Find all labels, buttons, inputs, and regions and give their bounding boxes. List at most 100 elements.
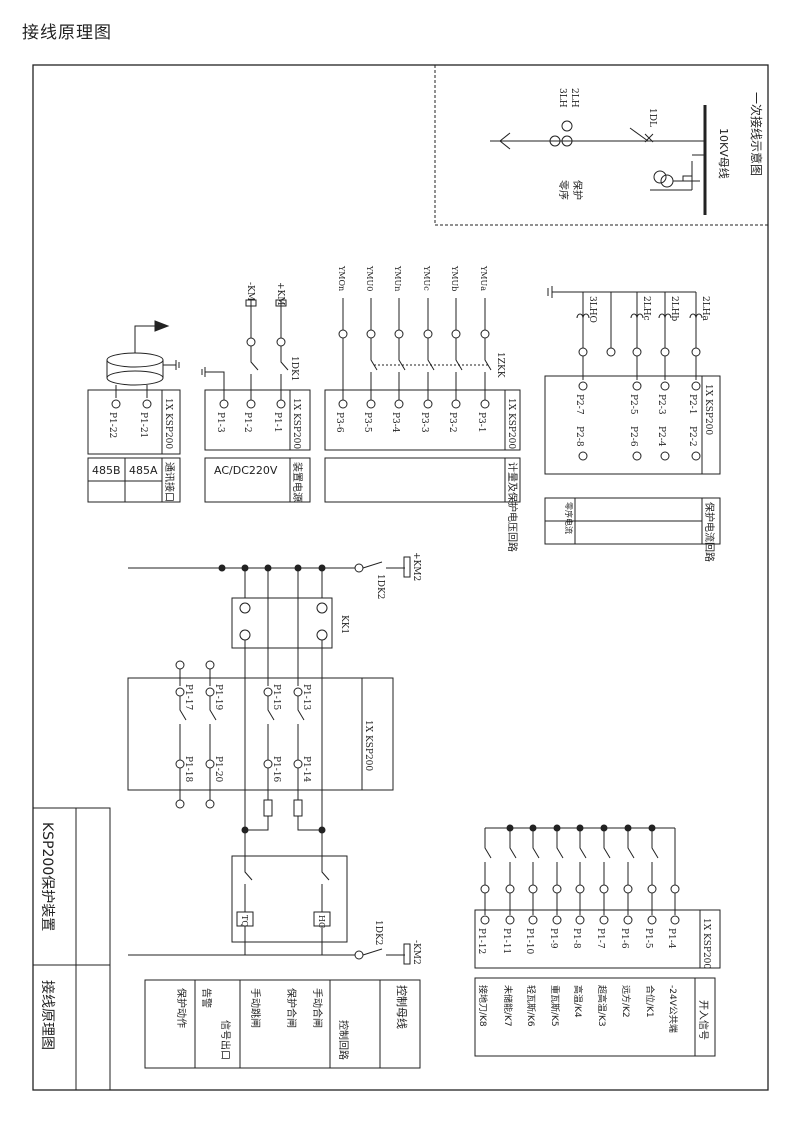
input-label-0: 接地刀/K8	[477, 985, 489, 1027]
control-caption-5: 控制回路	[337, 1020, 350, 1060]
ct-note-a: 保护	[571, 180, 584, 200]
input-label-4: 高温/K4	[572, 985, 584, 1018]
voltage-label-4: YMUb	[450, 265, 459, 291]
drawing-name: 接线原理图	[39, 980, 56, 1050]
device-name: KSP200保护装置	[39, 822, 55, 931]
input-label-1: 未储能/K7	[502, 985, 514, 1027]
primary-wiring: 一次接线示意图 10KV母线 1DL 2LH 3LH 保护 零序	[434, 65, 768, 226]
voltage-switch: 1ZKK	[495, 352, 505, 378]
title-block: KSP200保护装置 接线原理图	[32, 807, 111, 1091]
voltage-label-1: YMU0	[365, 265, 374, 291]
ct-label-b: 3LH	[557, 88, 567, 108]
current-ct-1: 2LHc	[641, 296, 651, 321]
primary-title: 一次接线示意图	[749, 92, 764, 176]
current-term-7: P2-7	[574, 394, 584, 415]
voltage-label-5: YMUa	[479, 265, 488, 291]
control-km-bot: -KM2	[411, 940, 421, 965]
power-caption: 装置电源	[291, 462, 304, 502]
comm-label-485b: 485B	[92, 464, 121, 477]
control-tq: TQ	[240, 915, 249, 927]
current-caption-b: 保护电流回路	[703, 502, 716, 562]
input-label-5: 超高温/K3	[596, 985, 608, 1027]
comm-label-485a: 485A	[129, 464, 158, 477]
input-term-6: P1-6	[619, 928, 629, 949]
control-switch-top: 1DK2	[375, 574, 385, 599]
drawing-frame	[32, 64, 769, 1091]
input-term-5: P1-5	[643, 928, 653, 949]
voltage-label-0: YMOn	[337, 265, 346, 291]
input-term-8: P1-8	[571, 928, 581, 949]
control-caption-4: 手动合闸	[311, 988, 324, 1028]
control-hc: HC	[317, 915, 326, 928]
input-term-11: P1-11	[501, 928, 511, 954]
current-device: 1X KSP200	[703, 384, 713, 435]
control-term-18: P1-18	[183, 756, 193, 783]
current-block: 3LHO 2LHc 2LHb 2LHa 1X KSP200 P2-7 P2-5 …	[544, 286, 721, 562]
current-caption-a: 零序电流	[564, 502, 574, 534]
control-block: +KM2 -KM2 1DK2 1DK2 KK1 1X KSP200 P1-17 …	[127, 552, 421, 1069]
control-caption-6: 信号出口	[219, 1020, 232, 1060]
voltage-term-3: P3-3	[419, 412, 429, 433]
page-title: 接线原理图	[22, 23, 112, 43]
voltage-term-4: P3-4	[390, 412, 400, 433]
power-term-2: P1-2	[242, 412, 252, 433]
current-term-8: P2-8	[574, 426, 584, 447]
bus-label: 10KV母线	[717, 128, 731, 179]
voltage-term-1: P3-1	[476, 412, 486, 433]
current-term-1: P2-1	[687, 394, 697, 415]
power-device: 1X KSP200	[291, 398, 301, 449]
input-label-2: 轻瓦斯/K6	[525, 985, 537, 1027]
power-switch: 1DK1	[289, 356, 299, 381]
control-switch-bot: 1DK2	[373, 920, 383, 945]
comm-block: 1X KSP200 P1-22 P1-21 485B 485A 通讯接口	[87, 320, 181, 503]
control-term-19: P1-19	[213, 684, 223, 711]
power-term-1: P1-1	[272, 412, 282, 433]
control-caption-1: 保护动作	[175, 988, 188, 1028]
current-term-4: P2-4	[656, 426, 666, 447]
current-term-2: P2-2	[687, 426, 697, 447]
voltage-caption: 计量及保护电压回路	[506, 462, 519, 552]
comm-caption: 通讯接口	[163, 462, 176, 502]
voltage-term-2: P3-2	[447, 412, 457, 433]
control-kk: KK1	[339, 615, 349, 634]
control-caption-7: 控制母线	[395, 985, 409, 1029]
control-caption-2: 手动跳闸	[249, 988, 262, 1028]
input-caption: 开入信号	[697, 1000, 709, 1040]
ct-label-a: 2LH	[569, 88, 579, 108]
control-term-17: P1-17	[183, 684, 193, 711]
voltage-label-2: YMUn	[393, 265, 402, 291]
control-term-13: P1-13	[301, 684, 311, 711]
power-km-plus: +KM	[275, 282, 285, 305]
control-device: 1X KSP200	[363, 720, 373, 771]
control-km-top: +KM2	[411, 552, 421, 581]
comm-term-1: P1-22	[107, 412, 117, 438]
control-term-16: P1-16	[271, 756, 281, 783]
power-voltage: AC/DC220V	[214, 464, 278, 477]
power-km-minus: -KM	[245, 282, 255, 301]
input-term-4: P1-4	[666, 928, 676, 949]
voltage-term-6: P3-6	[334, 412, 344, 433]
current-ct-0: 3LHO	[587, 296, 597, 323]
control-term-14: P1-14	[301, 756, 311, 783]
voltage-device: 1X KSP200	[506, 398, 516, 449]
input-label-7: 合位/K1	[644, 985, 656, 1018]
ct-note-b: 零序	[557, 180, 570, 200]
inputs-block: 1X KSP200 P1-12 P1-11 P1-10 P1-9 P1-8 P1…	[474, 824, 721, 1057]
input-label-6: 远方/K2	[620, 985, 632, 1018]
voltage-block: YMOn YMU0 YMUn YMUc YMUb YMUa 1ZKK 1X KS…	[324, 265, 521, 552]
input-label-3: 重瓦斯/K5	[549, 985, 561, 1027]
control-caption-0: 告警	[200, 988, 213, 1008]
input-term-12: P1-12	[476, 928, 486, 954]
comm-device: 1X KSP200	[163, 398, 173, 449]
voltage-label-3: YMUc	[422, 265, 431, 291]
input-device: 1X KSP200	[701, 918, 711, 969]
current-term-5: P2-5	[628, 394, 638, 415]
control-caption-3: 保护合闸	[285, 988, 298, 1028]
current-term-3: P2-3	[656, 394, 666, 415]
input-label-8: -24V公共端	[667, 985, 679, 1033]
input-term-10: P1-10	[524, 928, 534, 955]
breaker-label: 1DL	[647, 108, 657, 127]
power-block: -KM +KM 1DK1 1X KSP200 P1-3 P1-2 P1-1 AC…	[201, 282, 311, 503]
voltage-term-5: P3-5	[362, 412, 372, 433]
